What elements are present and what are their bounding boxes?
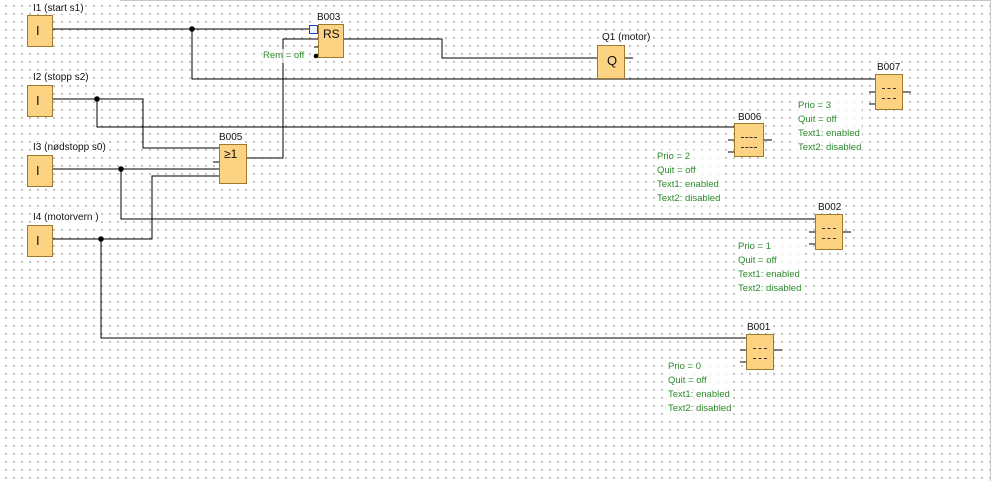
rs-block-param: Rem = off <box>262 49 306 63</box>
msg-b002-quit: Quit = off <box>737 254 803 268</box>
input-i2-block[interactable]: I <box>27 85 53 117</box>
wire-i2-to-b006 <box>53 98 734 128</box>
input-i1-label: I1 (start s1) <box>32 3 85 14</box>
msg-b007-quit: Quit = off <box>797 113 863 127</box>
msg-b006-line1 <box>741 137 757 138</box>
msg-b002-text1: Text1: enabled <box>737 268 803 282</box>
junction-i4 <box>98 236 104 242</box>
wire-i2-to-or <box>97 98 219 149</box>
msg-b002-prio: Prio = 1 <box>737 240 803 254</box>
msg-b002-name: B002 <box>817 202 843 213</box>
msg-b001-text2: Text2: disabled <box>667 402 733 416</box>
msg-b006-line2 <box>741 147 757 148</box>
input-i2-symbol: I <box>36 93 40 108</box>
wire-i4-to-b001 <box>100 239 746 339</box>
input-i4-block[interactable]: I <box>27 225 53 257</box>
or-block-symbol: ≥1 <box>224 147 238 161</box>
canvas-top-border <box>120 0 990 1</box>
wire-i1-to-b007 <box>191 29 875 80</box>
msg-b007-text1: Text1: enabled <box>797 127 863 141</box>
input-i4-symbol: I <box>36 233 40 248</box>
input-i1-block[interactable]: I <box>27 15 53 47</box>
rs-param-dot <box>313 53 319 59</box>
input-i4-label: I4 (motorvern ) <box>32 212 100 223</box>
junction-i2 <box>94 96 100 102</box>
msg-b007-block[interactable] <box>875 74 903 110</box>
msg-b002-line2 <box>822 238 836 239</box>
output-q1-label: Q1 (motor) <box>601 32 652 43</box>
rs-set-negation-marker[interactable] <box>309 25 318 34</box>
msg-b007-text2: Text2: disabled <box>797 141 863 155</box>
msg-b001-quit: Quit = off <box>667 374 733 388</box>
wire-rs-to-q1 <box>344 38 597 59</box>
rs-block-name: B003 <box>316 12 342 23</box>
msg-b001-line1 <box>753 348 767 349</box>
msg-b001-name: B001 <box>746 322 772 333</box>
msg-b001-prio: Prio = 0 <box>667 360 733 374</box>
msg-b006-text1: Text1: enabled <box>656 178 722 192</box>
input-i2-label: I2 (stopp s2) <box>32 72 90 83</box>
msg-b007-line2 <box>882 98 896 99</box>
canvas-right-border <box>990 0 991 481</box>
msg-b006-params: Prio = 2 Quit = off Text1: enabled Text2… <box>656 150 722 206</box>
msg-b001-line2 <box>753 358 767 359</box>
wire-i4-to-or <box>53 175 219 240</box>
msg-b007-prio: Prio = 3 <box>797 99 863 113</box>
rs-block[interactable]: RS <box>318 24 344 58</box>
or-block-name: B005 <box>218 132 244 143</box>
msg-b006-name: B006 <box>737 112 763 123</box>
output-q1-block[interactable]: Q <box>597 45 625 79</box>
msg-b007-params: Prio = 3 Quit = off Text1: enabled Text2… <box>797 99 863 155</box>
msg-b006-text2: Text2: disabled <box>656 192 722 206</box>
wire-or-to-rs-reset <box>247 38 318 159</box>
msg-b001-block[interactable] <box>746 334 774 370</box>
msg-b001-text1: Text1: enabled <box>667 388 733 402</box>
msg-b006-prio: Prio = 2 <box>656 150 722 164</box>
msg-b006-block[interactable] <box>734 123 764 157</box>
input-i3-symbol: I <box>36 163 40 178</box>
rs-param-rem: Rem = off <box>262 49 306 63</box>
msg-b001-params: Prio = 0 Quit = off Text1: enabled Text2… <box>667 360 733 416</box>
input-i3-block[interactable]: I <box>27 155 53 187</box>
output-q1-symbol: Q <box>607 53 618 68</box>
msg-b007-line1 <box>882 88 896 89</box>
msg-b002-block[interactable] <box>815 214 843 250</box>
input-i1-symbol: I <box>36 23 40 38</box>
junction-i3 <box>118 166 124 172</box>
input-i3-label: I3 (nødstopp s0) <box>32 142 107 153</box>
junction-i1 <box>189 26 195 32</box>
or-block[interactable]: ≥1 <box>219 144 247 184</box>
msg-b002-params: Prio = 1 Quit = off Text1: enabled Text2… <box>737 240 803 296</box>
wire-i3-to-b002 <box>120 169 815 220</box>
msg-b007-name: B007 <box>876 62 902 73</box>
msg-b006-quit: Quit = off <box>656 164 722 178</box>
rs-block-symbol: RS <box>323 27 340 41</box>
msg-b002-text2: Text2: disabled <box>737 282 803 296</box>
msg-b002-line1 <box>822 228 836 229</box>
